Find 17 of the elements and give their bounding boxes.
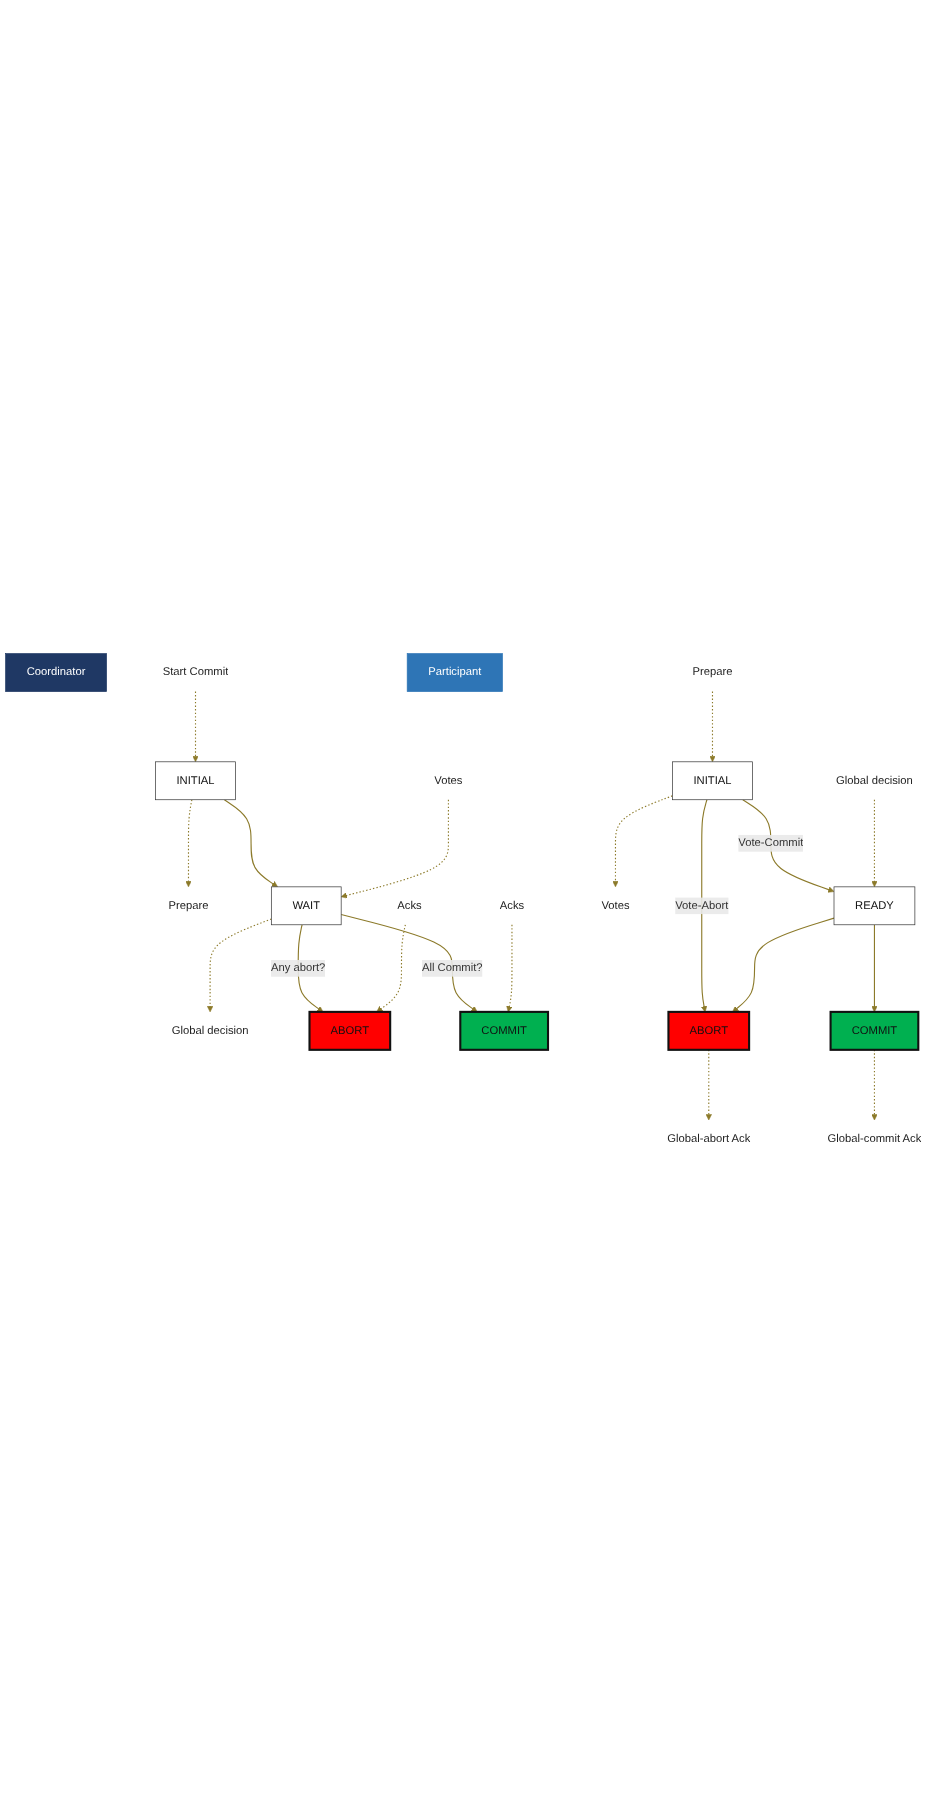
arrow	[376, 923, 406, 1012]
arrow	[705, 1048, 712, 1120]
arrow	[506, 923, 513, 1012]
arrow	[871, 798, 878, 887]
arrow	[701, 798, 708, 1012]
arrow	[742, 798, 835, 892]
arrow	[207, 917, 272, 1012]
arrow	[185, 798, 193, 887]
arrow	[612, 794, 673, 887]
arrow	[871, 1048, 878, 1120]
arrow	[871, 923, 878, 1012]
arrow	[709, 690, 716, 762]
arrow	[340, 798, 449, 898]
arrow	[192, 690, 199, 762]
arrow	[732, 916, 835, 1012]
arrow	[340, 913, 478, 1012]
arrow	[223, 798, 278, 887]
